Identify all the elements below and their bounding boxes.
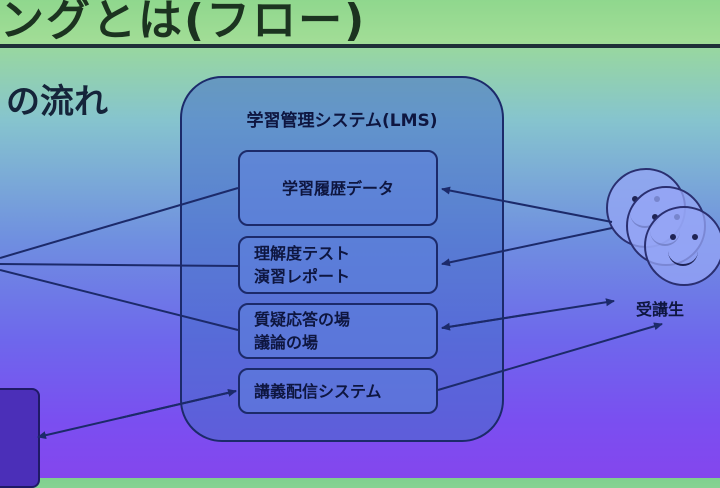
title-strip bbox=[0, 0, 720, 46]
line-left-to-qa bbox=[0, 269, 239, 331]
flow-arrows bbox=[0, 186, 663, 440]
component-lecture-delivery: 講義配信システム bbox=[238, 368, 438, 414]
slide-title: ングとは(フロー) bbox=[0, 0, 367, 46]
component-label: 演習レポート bbox=[254, 267, 351, 286]
learner-label: 受講生 bbox=[636, 300, 685, 319]
component-qa-discussion: 質疑応答の場 議論の場 bbox=[238, 303, 438, 359]
component-learning-history: 学習履歴データ bbox=[238, 150, 438, 226]
arrow-delivery-to-learner bbox=[437, 322, 663, 391]
component-label: 講義配信システム bbox=[254, 381, 382, 401]
arrow-learner-to-tests bbox=[441, 227, 613, 267]
section-heading: の流れ bbox=[6, 82, 108, 122]
component-label: 質疑応答の場 bbox=[254, 310, 351, 329]
lms-title: 学習管理システム(LMS) bbox=[246, 111, 438, 131]
smiley-face-icon bbox=[644, 206, 720, 286]
arrow-learner-to-qa bbox=[441, 313, 531, 331]
component-label: 学習履歴データ bbox=[281, 178, 394, 198]
component-label: 理解度テスト bbox=[254, 244, 351, 263]
arrow-learner-to-history bbox=[441, 186, 613, 223]
component-label: 議論の場 bbox=[254, 333, 319, 352]
line-left-to-tests bbox=[0, 263, 239, 267]
left-offscreen-box bbox=[0, 388, 40, 488]
arrow-left-to-delivery bbox=[119, 388, 237, 419]
component-tests-reports: 理解度テスト 演習レポート bbox=[238, 236, 438, 294]
line-left-to-history bbox=[0, 187, 239, 259]
title-rule bbox=[0, 44, 720, 48]
